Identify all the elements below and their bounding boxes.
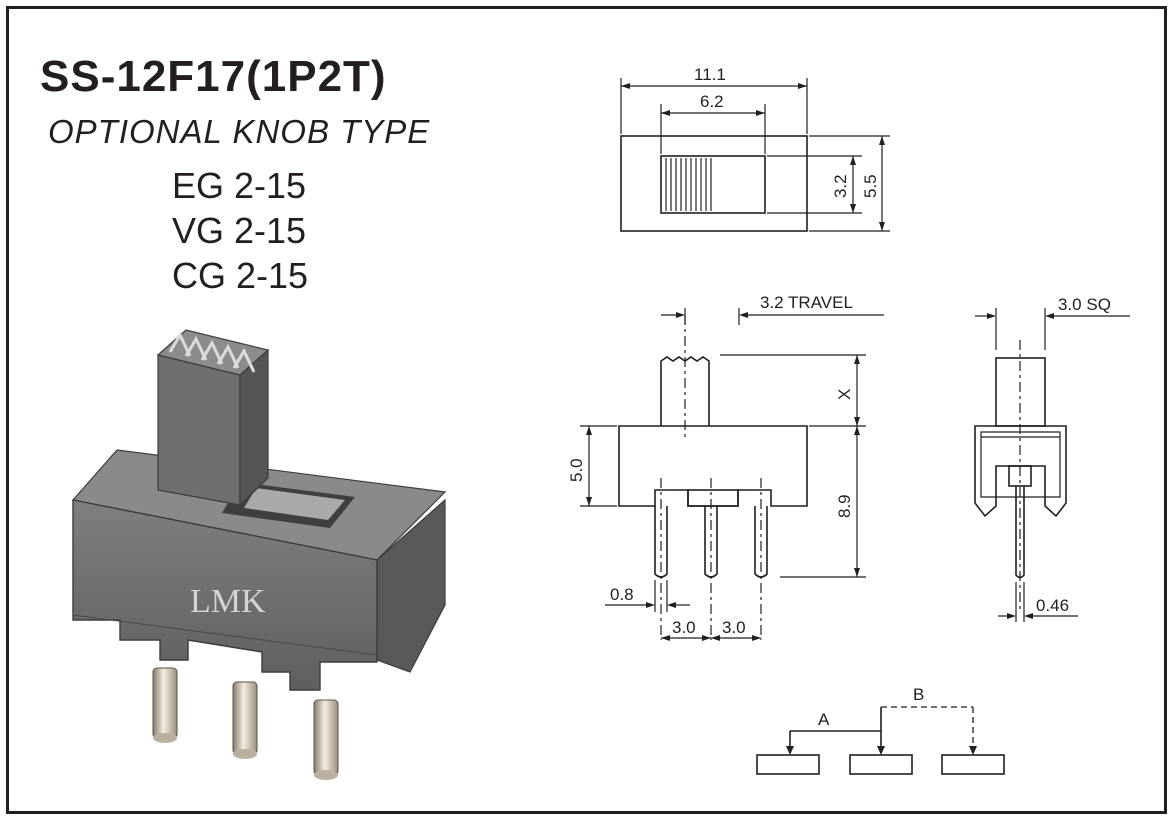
dim-slot-height: 3.2 (831, 174, 850, 198)
dim-slot-width: 6.2 (700, 92, 724, 111)
dim-actuator-height: X (835, 389, 854, 400)
brand-logo: LMK (190, 583, 266, 620)
dim-pin-thickness: 0.46 (1036, 596, 1069, 615)
page-border (6, 6, 1167, 814)
variant-cg: CG 2-15 (172, 255, 309, 296)
front-view: 3.2 TRAVEL X 8.9 5.0 0.8 3.0 (567, 293, 884, 641)
dim-total-height: 8.9 (835, 494, 854, 518)
pin-middle (232, 681, 258, 759)
variant-eg: EG 2-15 (172, 165, 307, 206)
top-view: 11.1 6.2 3.2 5.5 (620, 65, 890, 232)
dim-pitch-2: 3.0 (722, 618, 746, 637)
part-number-title: SS-12F17(1P2T) (40, 52, 387, 101)
label-position-a: A (818, 710, 830, 729)
dim-pin-width: 0.8 (610, 585, 634, 604)
dim-height: 5.5 (861, 174, 880, 198)
dim-body-height: 5.0 (567, 458, 586, 482)
variant-vg: VG 2-15 (172, 210, 307, 251)
pin-left (152, 667, 178, 743)
pin-right (313, 699, 339, 780)
knob-type-subtitle: OPTIONAL KNOB TYPE (48, 113, 431, 150)
dim-travel: 3.2 TRAVEL (760, 293, 853, 312)
switch-schematic: A B (756, 685, 1005, 775)
side-view: 3.0 SQ 0.46 (974, 295, 1130, 622)
label-position-b: B (913, 685, 924, 704)
dim-width: 11.1 (694, 65, 726, 84)
dim-knob-size: 3.0 SQ (1058, 295, 1111, 314)
slide-actuator (156, 329, 270, 507)
dim-pitch-1: 3.0 (672, 618, 696, 637)
